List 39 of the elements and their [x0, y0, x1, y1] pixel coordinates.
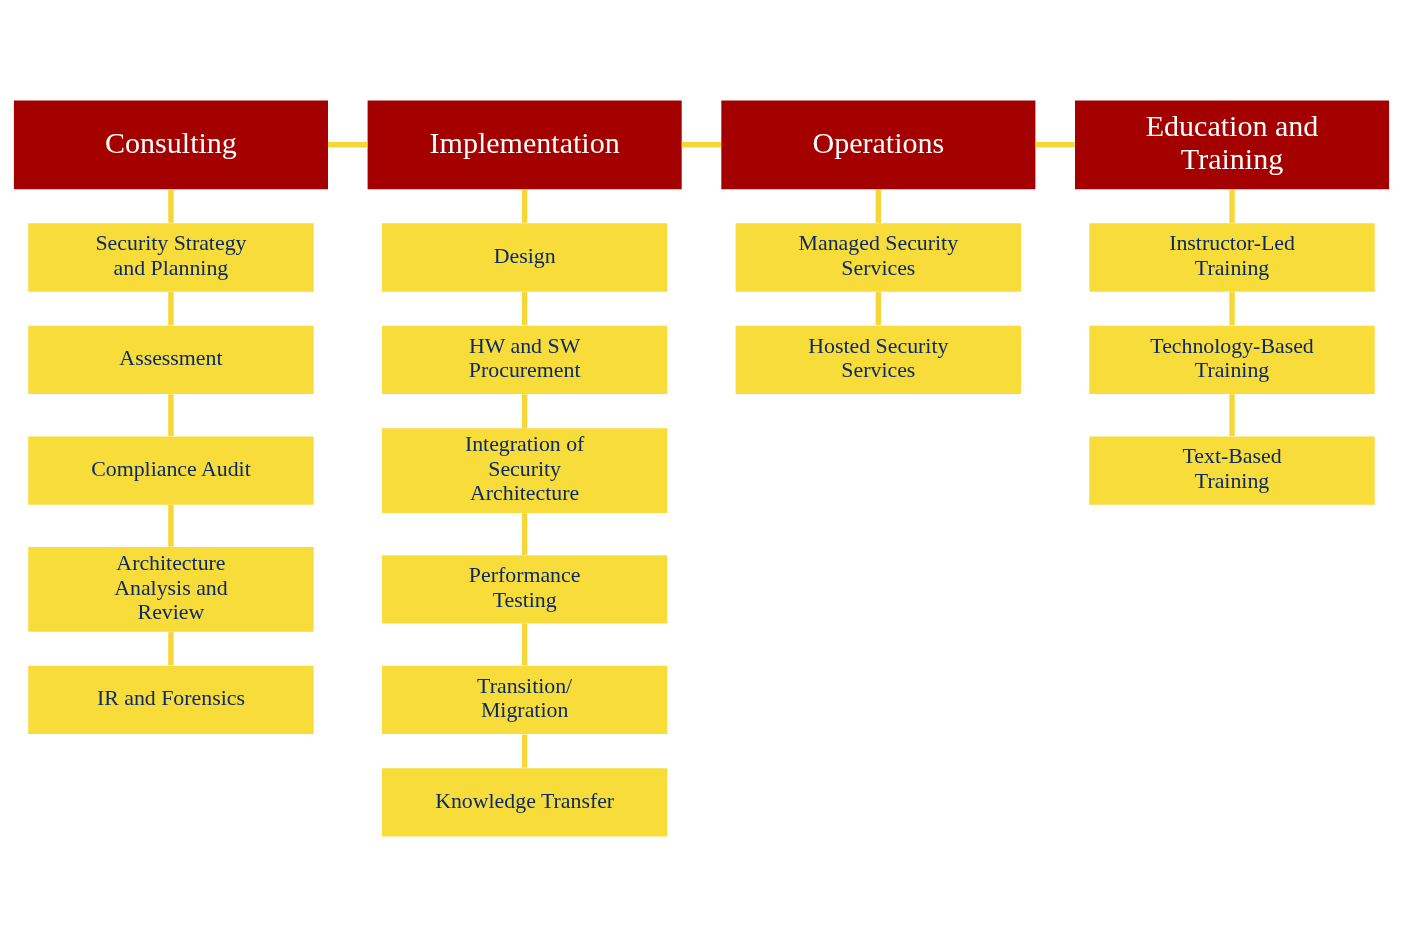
connector: [168, 189, 174, 223]
node-box: Design: [381, 223, 668, 292]
connector: [875, 189, 882, 223]
connector: [521, 623, 528, 666]
node-box: Hosted Security Services: [735, 325, 1022, 395]
node-box: Technology-Based Training: [1089, 325, 1375, 395]
connector: [168, 394, 174, 437]
connector: [521, 734, 528, 768]
node-box: Text-Based Training: [1089, 436, 1375, 505]
connector: [521, 292, 528, 326]
connector: [328, 142, 368, 148]
connector: [521, 189, 528, 223]
connector: [1229, 189, 1235, 223]
node-box: Security Strategy and Planning: [28, 223, 314, 292]
connector: [168, 632, 174, 666]
connector: [1035, 142, 1075, 148]
connector: [521, 394, 528, 429]
connector: [521, 513, 528, 555]
node-box: Compliance Audit: [28, 436, 314, 505]
node-box: Integration of Security Architecture: [381, 428, 668, 513]
node-box: HW and SW Procurement: [381, 325, 668, 395]
node-box: Operations: [721, 100, 1036, 190]
node-box: Implementation: [367, 100, 682, 190]
connector: [681, 142, 721, 148]
node-box: Assessment: [28, 325, 314, 395]
node-box: Performance Testing: [381, 555, 668, 624]
connector: [168, 292, 174, 326]
connector: [1229, 292, 1235, 326]
node-box: Education and Training: [1075, 100, 1390, 190]
node-box: Instructor-Led Training: [1089, 223, 1375, 292]
node-box: Managed Security Services: [735, 223, 1022, 292]
node-box: Consulting: [13, 100, 328, 190]
connector: [168, 504, 174, 547]
connector: [875, 292, 882, 326]
node-box: IR and Forensics: [28, 665, 314, 735]
node-box: Knowledge Transfer: [381, 768, 668, 837]
node-box: Architecture Analysis and Review: [28, 547, 314, 632]
node-box: Transition/ Migration: [381, 665, 668, 735]
connector: [1229, 394, 1235, 437]
